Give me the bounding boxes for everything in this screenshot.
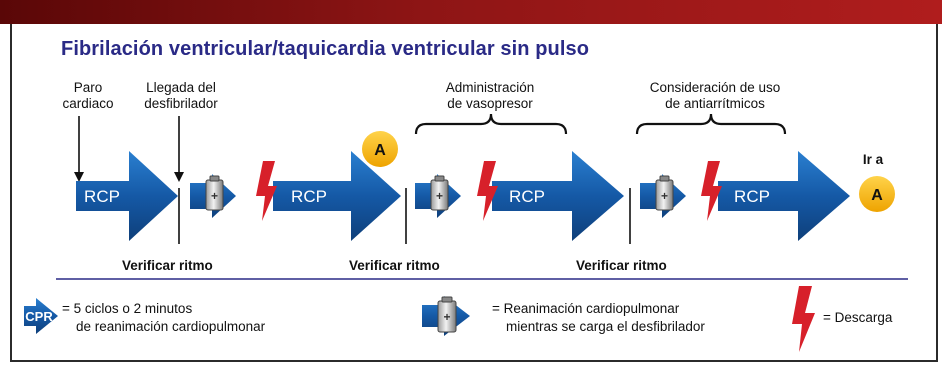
rcp-arrow: RCP bbox=[273, 151, 401, 241]
event-label-defibrillator-arrival: Llegada del desfibrilador bbox=[116, 80, 246, 112]
battery-charging-icon: + bbox=[415, 174, 461, 218]
event-label-vasopressor: Administración de vasopresor bbox=[410, 80, 570, 112]
content-frame bbox=[10, 24, 938, 362]
rcp-arrow: RCP bbox=[718, 151, 850, 241]
event-label-line: Paro bbox=[73, 80, 103, 95]
event-label-line: Llegada del bbox=[146, 80, 216, 95]
legend-line: mientras se carga el desfibrilador bbox=[506, 319, 705, 334]
pointer-arrow bbox=[174, 116, 184, 182]
event-label-cardiac-arrest: Paro cardiaco bbox=[46, 80, 130, 112]
pointer-arrow bbox=[74, 116, 84, 182]
legend-line: de reanimación cardiopulmonar bbox=[76, 319, 266, 334]
battery-charging-icon: + bbox=[640, 174, 686, 218]
event-label-line: cardiaco bbox=[62, 96, 114, 111]
verify-rhythm-label: Verificar ritmo bbox=[576, 258, 667, 273]
goto-label: Ir a bbox=[863, 152, 884, 167]
svg-text:+: + bbox=[211, 189, 218, 203]
legend-battery-text: = Reanimación cardiopulmonar mientras se… bbox=[492, 300, 705, 336]
marker-a-label: A bbox=[374, 142, 386, 159]
rcp-label: RCP bbox=[291, 187, 327, 206]
brace-vasopressor bbox=[414, 113, 568, 135]
legend-cpr-text: = 5 ciclos o 2 minutos de reanimación ca… bbox=[62, 300, 265, 336]
event-label-line: de vasopresor bbox=[447, 96, 533, 111]
event-label-line: Consideración de uso bbox=[649, 80, 781, 95]
header-bar bbox=[0, 0, 942, 24]
event-label-line: desfibrilador bbox=[144, 96, 218, 111]
diagram-title: Fibrilación ventricular/taquicardia vent… bbox=[61, 38, 590, 60]
verify-rhythm-label: Verificar ritmo bbox=[122, 258, 213, 273]
brace-antiarrhythmic bbox=[635, 113, 787, 135]
legend-cpr-icon-label: CPR bbox=[25, 309, 53, 324]
legend-battery-icon: + bbox=[422, 296, 470, 336]
verify-rhythm-label: Verificar ritmo bbox=[349, 258, 440, 273]
legend-shock-text: = Descarga bbox=[823, 310, 893, 325]
svg-text:+: + bbox=[436, 189, 443, 203]
battery-charging-icon: + bbox=[190, 174, 236, 218]
rcp-label: RCP bbox=[509, 187, 545, 206]
shock-icon bbox=[477, 161, 498, 221]
shock-icon bbox=[256, 161, 277, 221]
legend-cpr-arrow-icon: CPR bbox=[24, 298, 58, 334]
goto-a-badge: A bbox=[859, 176, 895, 212]
shock-icon bbox=[701, 161, 722, 221]
event-label-line: de antiarrítmicos bbox=[665, 96, 765, 111]
legend-shock-icon bbox=[792, 286, 815, 352]
rcp-label: RCP bbox=[84, 187, 120, 206]
goto-a-label: A bbox=[871, 187, 883, 204]
svg-text:+: + bbox=[443, 310, 450, 324]
svg-text:+: + bbox=[661, 189, 668, 203]
event-label-antiarrhythmic: Consideración de uso de antiarrítmicos bbox=[620, 80, 810, 112]
legend-line: = 5 ciclos o 2 minutos bbox=[62, 301, 193, 316]
legend-line: = Reanimación cardiopulmonar bbox=[492, 301, 680, 316]
rcp-arrow: RCP bbox=[492, 151, 624, 241]
rcp-arrow: RCP bbox=[76, 151, 178, 241]
rcp-label: RCP bbox=[734, 187, 770, 206]
event-label-line: Administración bbox=[445, 80, 535, 95]
marker-a-badge: A bbox=[362, 131, 398, 167]
